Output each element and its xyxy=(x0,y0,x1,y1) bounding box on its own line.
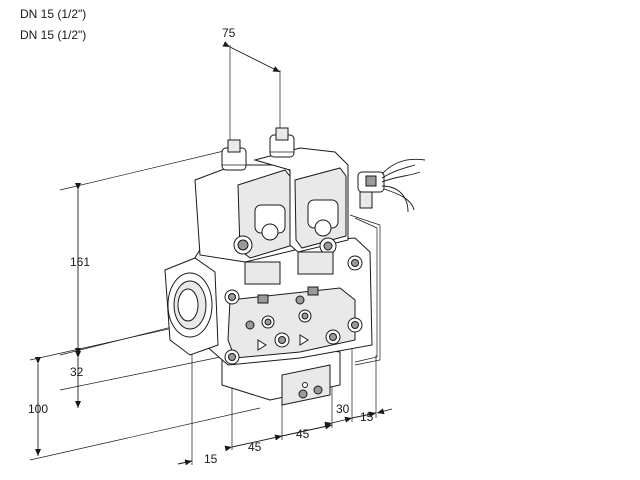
dimension-100-label: 100 xyxy=(28,402,48,416)
dimension-bottom-15-left-label: 15 xyxy=(204,452,218,466)
dimension-bottom-45-second-label: 45 xyxy=(296,427,310,441)
dimension-75: 75 xyxy=(222,26,281,150)
dimension-bottom-15-right-label: 15 xyxy=(360,410,374,424)
valve-body xyxy=(164,127,381,406)
dimension-bottom-45-first-label: 45 xyxy=(248,440,262,454)
diagram-title-line-1: DN 15 (1/2") xyxy=(20,7,87,21)
dimension-bottom-30-label: 30 xyxy=(336,402,350,416)
dimension-161-label: 161 xyxy=(70,255,90,269)
dimension-161: 161 xyxy=(59,149,229,355)
dimension-32-label: 32 xyxy=(70,365,84,379)
dimension-75-label: 75 xyxy=(222,26,236,40)
dimension-bottom-15-right: 15 xyxy=(351,355,393,424)
cable-connector xyxy=(357,158,426,213)
diagram-title-line-2: DN 15 (1/2") xyxy=(20,28,87,42)
dimension-bottom-30: 30 xyxy=(324,340,353,428)
